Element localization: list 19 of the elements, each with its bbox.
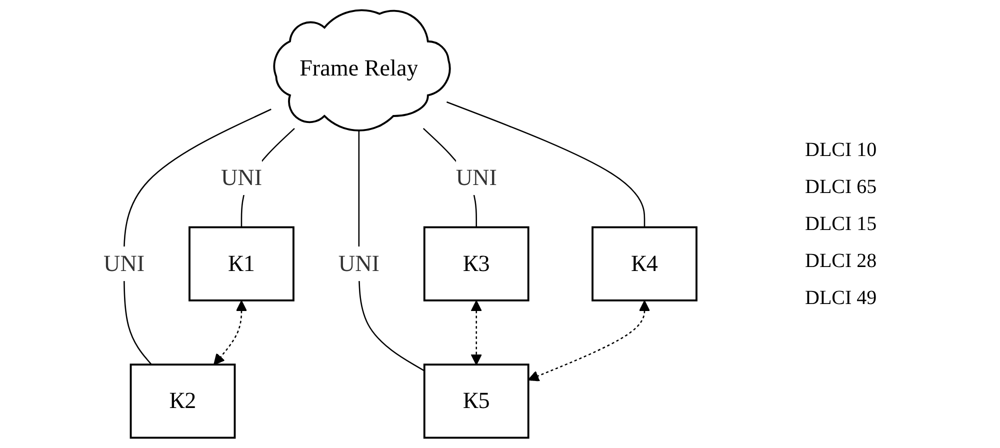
channel-label: DLCI 15 — [805, 212, 878, 236]
channel-label: DLCI 49 — [805, 286, 878, 310]
arrow — [470, 300, 482, 366]
node-box: К5 — [423, 364, 530, 439]
edge-label: UNI — [104, 250, 145, 276]
arrow — [214, 300, 248, 366]
node-box: К1 — [188, 226, 294, 302]
edge-label: UNI — [220, 164, 262, 190]
connector — [123, 108, 272, 365]
connector — [446, 101, 646, 228]
channel-label: DLCI 10 — [805, 138, 878, 162]
edge-label: UNI — [456, 164, 497, 190]
node-box: К3 — [423, 226, 530, 302]
channel-label: DLCI 28 — [805, 250, 878, 272]
channel-label: DLCI 65 — [805, 176, 878, 198]
edge-label: UNI — [338, 250, 380, 276]
arrow — [528, 300, 650, 382]
node-box: К4 — [592, 226, 698, 302]
node-box: К2 — [130, 364, 236, 439]
